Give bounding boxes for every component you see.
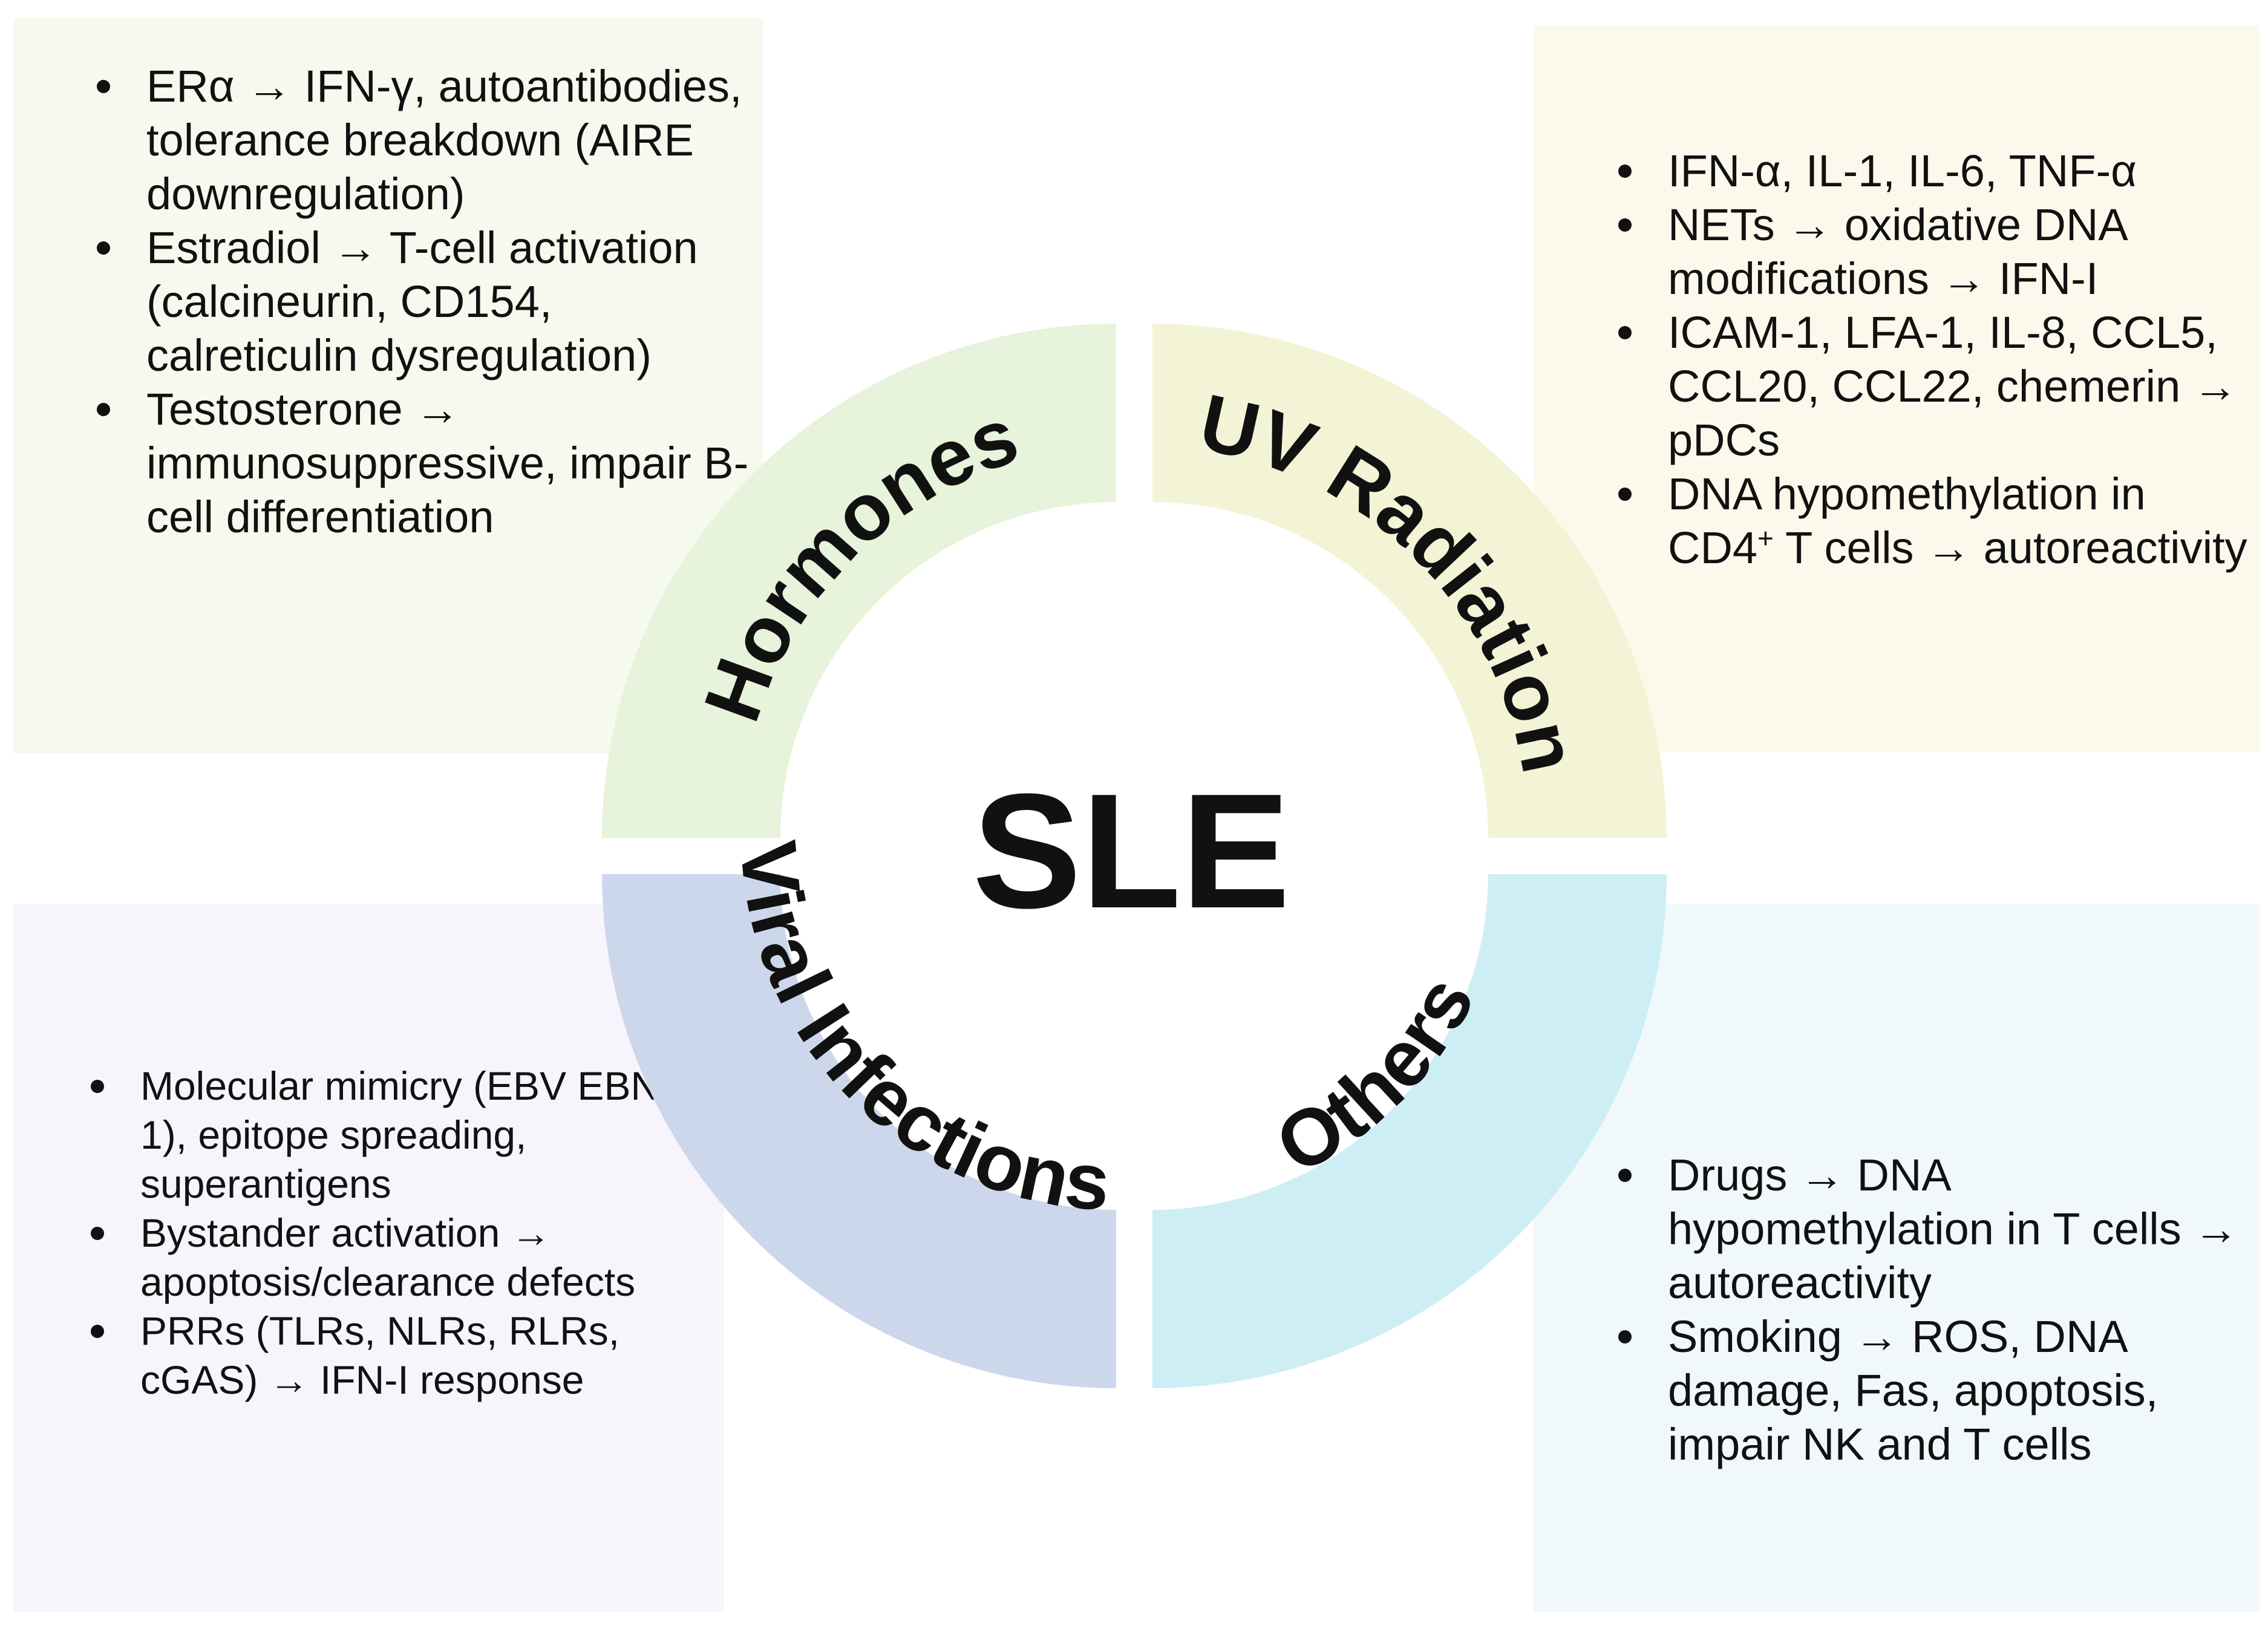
others-list: Drugs → DNA hypomethylation in T cells →…: [1618, 1148, 2247, 1471]
list-item: Testosterone → immunosuppressive, impair…: [97, 382, 762, 544]
list-item: Molecular mimicry (EBV EBNA-1), epitope …: [91, 1062, 714, 1209]
list-item: DNA hypomethylation in CD4+ T cells → au…: [1618, 467, 2247, 575]
uv-radiation-panel: [1534, 25, 2260, 751]
list-item-text: DNA hypomethylation in CD4: [1668, 469, 2146, 573]
superscript-plus: +: [1757, 522, 1774, 554]
uv-radiation-list: IFN-α, IL-1, IL-6, TNF-α NETs → oxidativ…: [1618, 144, 2247, 575]
hormones-panel: [13, 18, 763, 753]
list-item: Smoking → ROS, DNA damage, Fas, apoptosi…: [1618, 1310, 2247, 1471]
viral-infections-panel: [13, 904, 724, 1612]
list-item: Bystander activation → apoptosis/clearan…: [91, 1209, 714, 1307]
viral-infections-sector: [602, 874, 1116, 1388]
list-item: ICAM-1, LFA-1, IL-8, CCL5, CCL20, CCL22,…: [1618, 305, 2247, 467]
list-item-text: T cells → autoreactivity: [1773, 523, 2247, 573]
uv-radiation-sector: [1152, 324, 1667, 838]
list-item: Estradiol → T-cell activation (calcineur…: [97, 221, 762, 382]
list-item: PRRs (TLRs, NLRs, RLRs, cGAS) → IFN-I re…: [91, 1307, 714, 1405]
others-sector: [1152, 874, 1667, 1388]
list-item: ERα → IFN-γ, autoantibodies, tolerance b…: [97, 59, 762, 221]
viral-infections-list: Molecular mimicry (EBV EBNA-1), epitope …: [91, 1062, 714, 1405]
center-label: SLE: [972, 760, 1290, 942]
hormones-sector: [602, 324, 1116, 838]
hormones-list: ERα → IFN-γ, autoantibodies, tolerance b…: [97, 59, 762, 544]
list-item: NETs → oxidative DNA modifications → IFN…: [1618, 198, 2247, 305]
others-panel: [1534, 904, 2260, 1612]
list-item: Drugs → DNA hypomethylation in T cells →…: [1618, 1148, 2247, 1310]
list-item: IFN-α, IL-1, IL-6, TNF-α: [1618, 144, 2247, 198]
